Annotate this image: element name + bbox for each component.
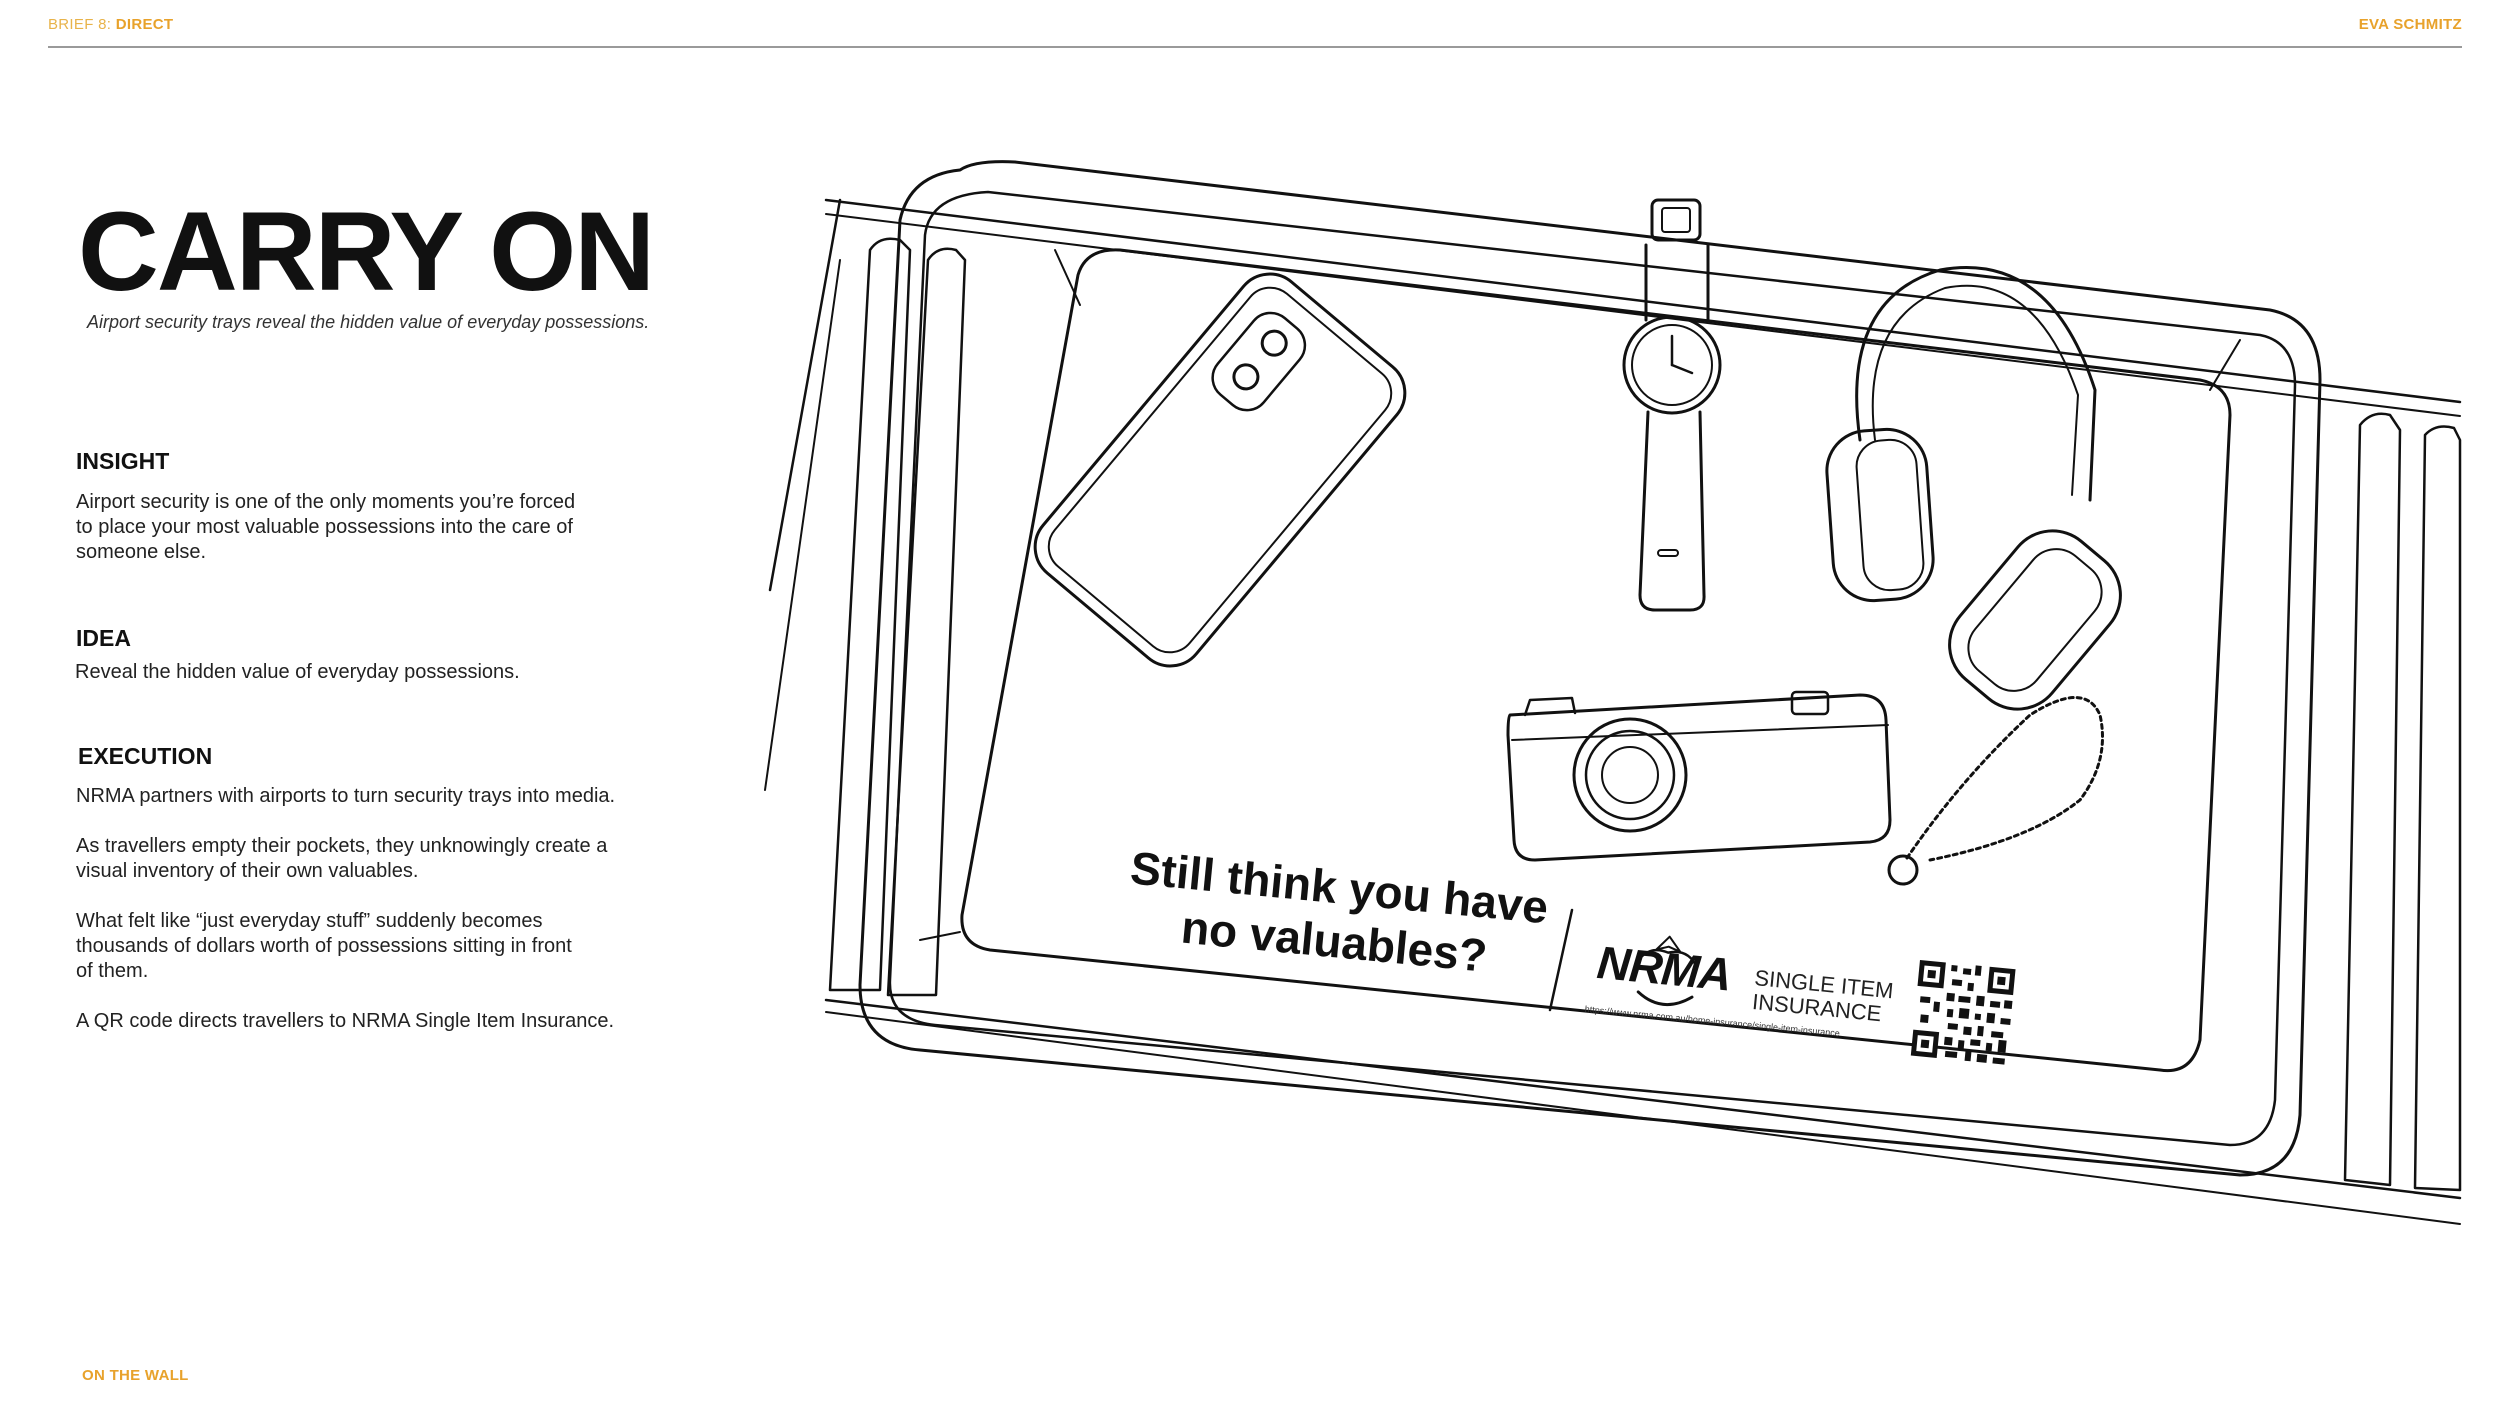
insight-line: someone else. xyxy=(76,541,207,563)
camera-icon xyxy=(1506,690,1892,862)
author-name: EVA SCHMITZ xyxy=(2358,16,2462,33)
execution-paragraph-3: What felt like “just everyday stuff” sud… xyxy=(76,909,572,984)
security-tray-illustration xyxy=(764,160,2462,1225)
execution-line: visual inventory of their own valuables. xyxy=(76,860,419,882)
header-divider xyxy=(48,46,2462,48)
execution-paragraph-2: As travellers empty their pockets, they … xyxy=(76,834,607,884)
watch-icon xyxy=(1622,198,1722,612)
idea-heading: IDEA xyxy=(76,625,131,651)
brief-name: DIRECT xyxy=(115,16,174,33)
execution-line: of them. xyxy=(76,960,149,982)
execution-paragraph-1: NRMA partners with airports to turn secu… xyxy=(76,784,615,809)
conveyor-icon xyxy=(764,198,2462,1225)
bracelet-icon xyxy=(1887,696,2104,886)
execution-paragraph-4: A QR code directs travellers to NRMA Sin… xyxy=(76,1009,614,1034)
idea-line: Reveal the hidden value of everyday poss… xyxy=(75,661,520,683)
execution-heading: EXECUTION xyxy=(78,743,213,769)
execution-line: What felt like “just everyday stuff” sud… xyxy=(76,910,543,932)
page-title: CARRY ON xyxy=(78,189,655,314)
execution-line: NRMA partners with airports to turn secu… xyxy=(76,785,616,807)
insight-heading: INSIGHT xyxy=(76,448,170,474)
tray-icon xyxy=(858,160,2322,1177)
qr-code-icon xyxy=(1910,960,2016,1065)
brief-label: BRIEF 8: DIRECT xyxy=(48,16,173,33)
idea-text: Reveal the hidden value of everyday poss… xyxy=(75,660,520,685)
phone-icon xyxy=(1033,272,1407,668)
execution-line: A QR code directs travellers to NRMA Sin… xyxy=(76,1010,614,1032)
tagline: Airport security trays reveal the hidden… xyxy=(87,312,650,332)
insight-line: to place your most valuable possessions … xyxy=(76,516,573,538)
nrma-logo-icon xyxy=(1635,935,1699,1006)
execution-line: thousands of dollars worth of possession… xyxy=(76,935,572,957)
brief-prefix: BRIEF 8: xyxy=(48,16,112,33)
headphones-icon xyxy=(1825,266,2122,711)
footer-label: ON THE WALL xyxy=(82,1367,189,1384)
insight-line: Airport security is one of the only mome… xyxy=(76,491,576,513)
tray-divider xyxy=(1548,908,1574,1012)
execution-line: As travellers empty their pockets, they … xyxy=(76,835,608,857)
insight-text: Airport security is one of the only mome… xyxy=(76,490,575,565)
